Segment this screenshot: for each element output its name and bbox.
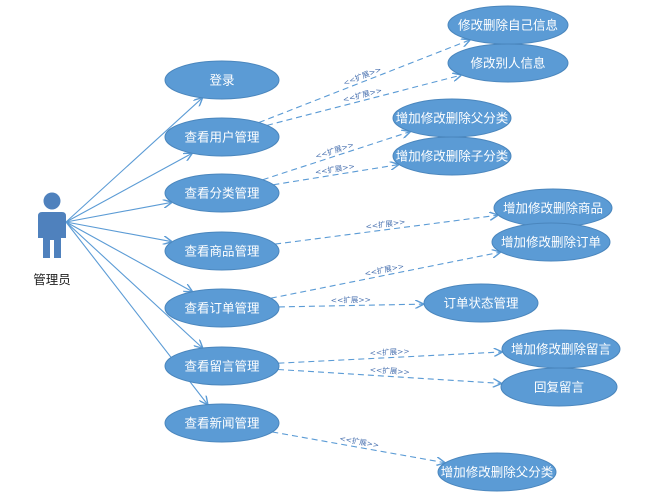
use-case-category[interactable]: 查看分类管理 bbox=[164, 173, 280, 213]
extend-label-edit_own_info: <<扩展>> bbox=[342, 64, 383, 88]
extension-use-case-order_status[interactable]: 订单状态管理 bbox=[423, 283, 539, 323]
extension-use-case-msg_edit[interactable]: 增加修改删除留言 bbox=[501, 329, 621, 369]
use-case-label: 查看新闻管理 bbox=[184, 416, 260, 431]
use-case-label: 增加修改删除父分类 bbox=[441, 465, 554, 480]
extend-edge-edit_own_info bbox=[258, 40, 470, 124]
extend-edge-cat_parent bbox=[262, 132, 410, 181]
use-case-oval bbox=[491, 222, 611, 262]
use-case-oval bbox=[164, 117, 280, 157]
extend-edge-cat_child bbox=[273, 165, 398, 186]
extend-edge-news_parent bbox=[272, 431, 444, 463]
use-case-label: 查看留言管理 bbox=[184, 359, 260, 374]
use-case-oval bbox=[447, 43, 569, 83]
extension-use-case-edit_own_info[interactable]: 修改删除自己信息 bbox=[447, 5, 569, 45]
use-case-oval bbox=[164, 60, 280, 100]
use-case-label: 查看用户管理 bbox=[184, 130, 260, 145]
use-case-label: 修改别人信息 bbox=[470, 56, 545, 71]
use-case-label: 查看商品管理 bbox=[184, 244, 260, 259]
use-case-label: 增加修改删除留言 bbox=[511, 342, 611, 357]
use-case-label: 回复留言 bbox=[534, 380, 584, 395]
use-case-label: 修改删除自己信息 bbox=[458, 18, 558, 33]
extend-edge-prod_edit bbox=[275, 215, 497, 245]
use-case-message[interactable]: 查看留言管理 bbox=[164, 346, 280, 386]
use-case-oval bbox=[392, 136, 512, 176]
extend-edge-msg_edit bbox=[278, 352, 501, 364]
extend-edge-order_edit bbox=[270, 252, 500, 299]
use-case-oval bbox=[164, 231, 280, 271]
extend-edge-edit_other_info bbox=[266, 75, 461, 126]
actor-admin: 管理员 bbox=[33, 192, 71, 287]
use-case-oval bbox=[164, 288, 280, 328]
use-case-oval bbox=[164, 346, 280, 386]
association-product bbox=[65, 221, 171, 242]
use-case-news[interactable]: 查看新闻管理 bbox=[164, 403, 280, 443]
extend-edge-order_status bbox=[278, 304, 423, 307]
association-login bbox=[65, 98, 202, 223]
use-case-label: 登录 bbox=[209, 73, 234, 88]
use-case-label: 增加修改删除订单 bbox=[501, 235, 601, 250]
actor-label: 管理员 bbox=[33, 272, 71, 287]
association-message bbox=[65, 221, 202, 348]
extension-use-case-cat_child[interactable]: 增加修改删除子分类 bbox=[392, 136, 512, 176]
extend-edge-msg_reply bbox=[277, 368, 501, 383]
use-case-product[interactable]: 查看商品管理 bbox=[164, 231, 280, 271]
use-case-oval bbox=[164, 173, 280, 213]
use-case-order[interactable]: 查看订单管理 bbox=[164, 288, 280, 328]
extend-label-news_parent: <<扩展>> bbox=[339, 433, 380, 450]
association-user bbox=[65, 154, 192, 223]
extension-use-case-order_edit[interactable]: 增加修改删除订单 bbox=[491, 222, 611, 262]
extension-use-case-news_parent[interactable]: 增加修改删除父分类 bbox=[437, 452, 557, 492]
use-case-label: 查看分类管理 bbox=[184, 186, 260, 201]
association-order bbox=[65, 221, 192, 291]
use-case-label: 增加修改删除子分类 bbox=[396, 149, 509, 164]
extend-label-cat_parent: <<扩展>> bbox=[314, 139, 355, 161]
use-case-oval bbox=[423, 283, 539, 323]
use-case-label: 查看订单管理 bbox=[184, 301, 260, 316]
extension-use-case-prod_edit[interactable]: 增加修改删除商品 bbox=[493, 188, 613, 228]
extension-use-case-msg_reply[interactable]: 回复留言 bbox=[500, 367, 618, 407]
use-case-label: 订单状态管理 bbox=[443, 296, 519, 311]
extension-use-case-cat_parent[interactable]: 增加修改删除父分类 bbox=[392, 98, 512, 138]
association-category bbox=[65, 202, 171, 223]
use-case-oval bbox=[500, 367, 618, 407]
use-case-oval bbox=[437, 452, 557, 492]
use-case-user[interactable]: 查看用户管理 bbox=[164, 117, 280, 157]
extend-label-msg_edit: <<扩展>> bbox=[369, 346, 410, 358]
extend-label-order_status: <<扩展>> bbox=[331, 294, 371, 305]
edges bbox=[65, 40, 502, 463]
use-case-oval bbox=[164, 403, 280, 443]
actor-figure-icon bbox=[38, 192, 66, 258]
use-case-login[interactable]: 登录 bbox=[164, 60, 280, 100]
extend-label-msg_reply: <<扩展>> bbox=[369, 364, 410, 376]
use-case-label: 增加修改删除商品 bbox=[503, 201, 603, 216]
use-case-label: 增加修改删除父分类 bbox=[396, 111, 509, 126]
extend-label-prod_edit: <<扩展>> bbox=[365, 216, 406, 231]
extension-use-case-edit_other_info[interactable]: 修改别人信息 bbox=[447, 43, 569, 83]
